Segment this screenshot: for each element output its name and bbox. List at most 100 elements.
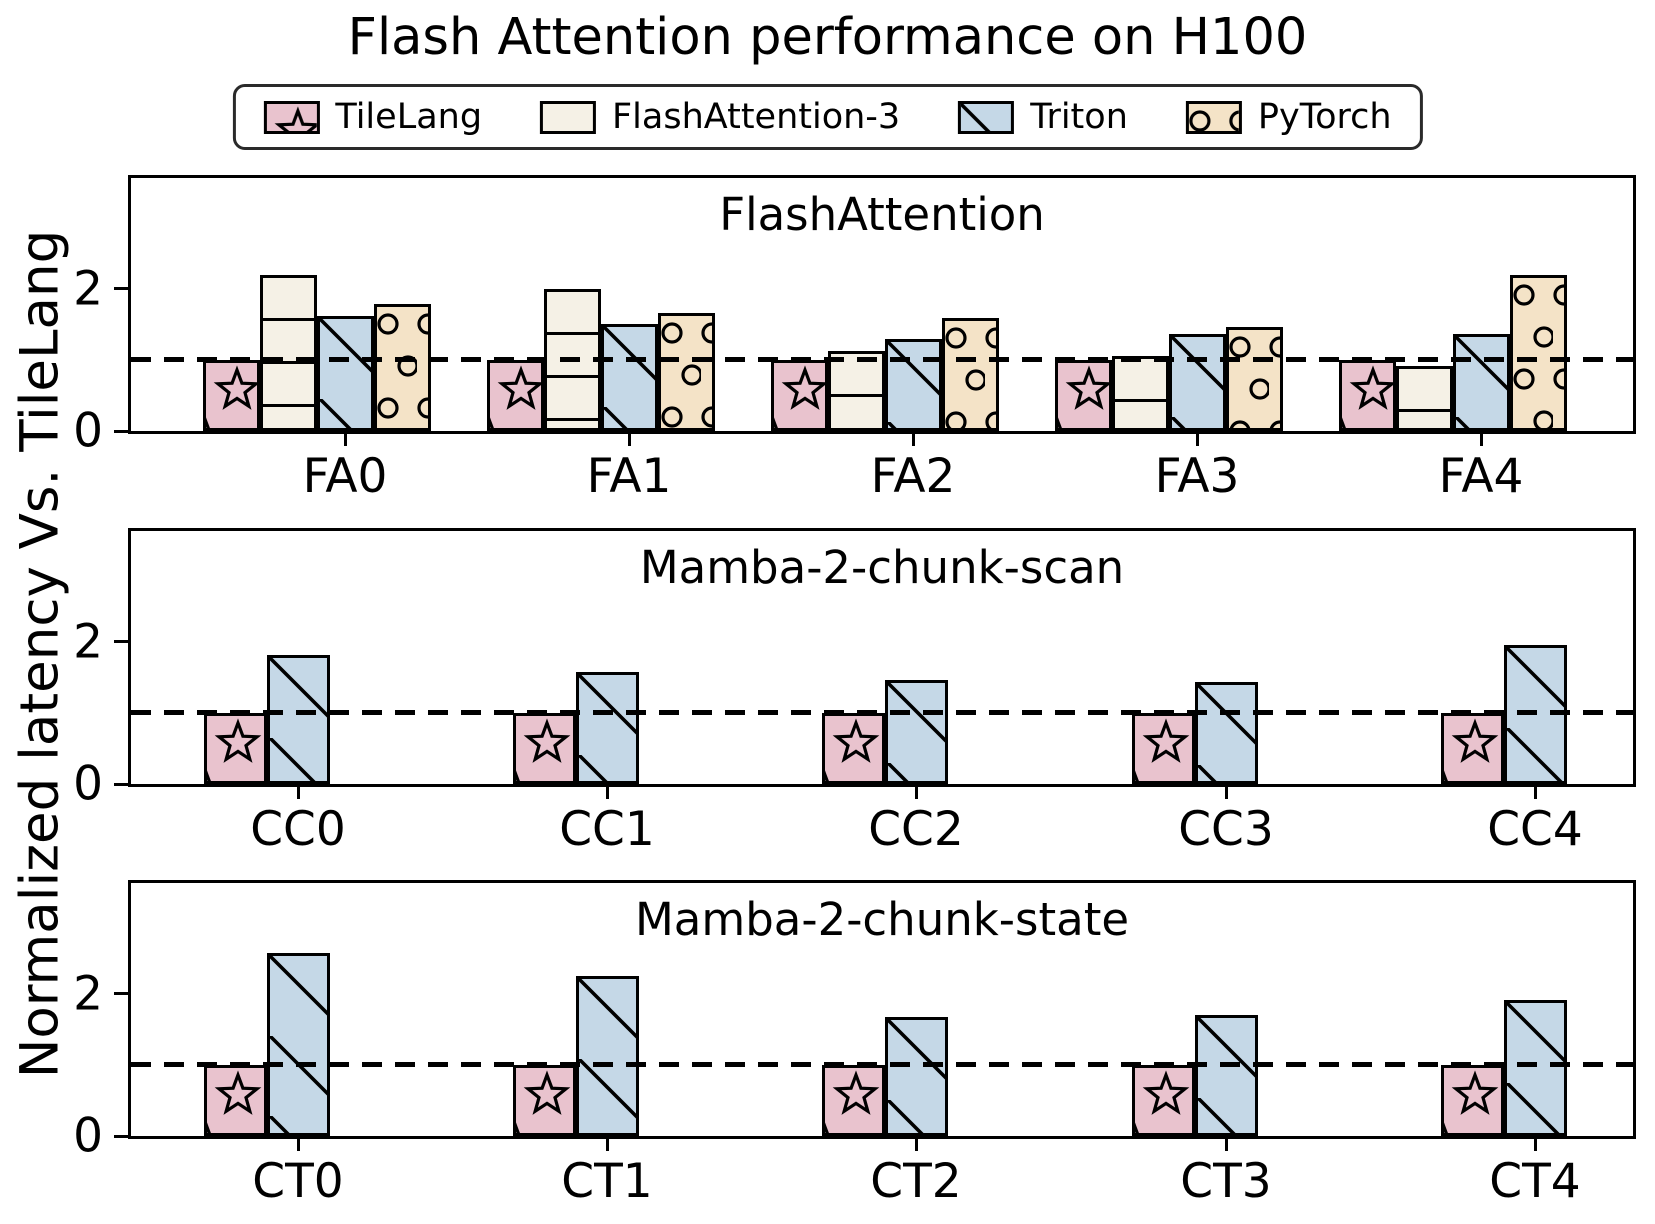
x-tick-label-cc1: CC1	[559, 802, 655, 857]
bar-ct0-triton	[266, 953, 330, 1136]
x-tick-label-ct4: CT4	[1489, 1154, 1581, 1209]
x-tick-label-ct2: CT2	[870, 1154, 962, 1209]
bar-ct0-tilelang	[203, 1065, 267, 1136]
y-tick-label-0: 0	[73, 1108, 103, 1164]
bar-ct4-triton	[1503, 1000, 1567, 1136]
subplot-title: Mamba-2-chunk-state	[634, 893, 1130, 946]
figure-title: Flash Attention performance on H100	[347, 8, 1308, 67]
x-tick-mark	[296, 1136, 300, 1151]
x-tick-label-fa3: FA3	[1154, 449, 1240, 504]
bar-fa0-pytorch	[373, 304, 431, 431]
y-tick-mark	[114, 640, 128, 644]
bar-fa1-tilelang	[486, 360, 544, 431]
x-tick-mark	[914, 784, 918, 799]
subplot-title: FlashAttention	[719, 188, 1045, 241]
bar-cc3-triton	[1194, 682, 1258, 784]
bar-ct1-tilelang	[512, 1065, 576, 1136]
y-tick-label-2: 2	[73, 614, 103, 670]
legend-box: TileLang FlashAttention-3 Triton PyTorch	[232, 84, 1423, 150]
pytorch-swatch-circles-icon	[1185, 100, 1242, 134]
bar-fa3-tilelang	[1054, 360, 1112, 431]
x-tick-mark	[605, 784, 609, 799]
bar-ct4-tilelang	[1440, 1065, 1504, 1136]
subplot-title: Mamba-2-chunk-scan	[639, 541, 1125, 594]
bar-fa2-triton	[884, 339, 942, 431]
triton-swatch-diag-icon	[958, 100, 1015, 134]
bar-fa0-tilelang	[202, 360, 260, 431]
bar-ct3-tilelang	[1131, 1065, 1195, 1136]
x-tick-mark	[1224, 784, 1228, 799]
y-tick-mark	[114, 287, 128, 291]
x-tick-label-ct3: CT3	[1180, 1154, 1272, 1209]
legend-item-tilelang: TileLang	[263, 97, 482, 137]
y-tick-label-0: 0	[73, 403, 103, 459]
reference-line	[131, 1062, 1633, 1068]
x-tick-label-cc2: CC2	[868, 802, 964, 857]
x-tick-mark	[296, 784, 300, 799]
bar-fa2-pytorch	[941, 318, 999, 431]
bar-fa3-flashattention-3	[1111, 356, 1169, 431]
bar-fa4-pytorch	[1509, 275, 1567, 431]
bar-cc2-triton	[884, 680, 948, 784]
x-tick-mark	[914, 1136, 918, 1151]
reference-line	[131, 710, 1633, 716]
y-tick-mark	[114, 429, 128, 433]
bar-fa1-pytorch	[657, 313, 715, 431]
legend-item-flashattention-3: FlashAttention-3	[540, 97, 900, 137]
bar-fa4-triton	[1452, 334, 1510, 431]
reference-line	[131, 357, 1633, 363]
y-tick-mark	[114, 1134, 128, 1138]
x-tick-mark	[1224, 1136, 1228, 1151]
bar-cc1-tilelang	[512, 713, 576, 784]
flashattention-3-swatch-hlines-icon	[540, 100, 597, 134]
bar-fa0-flashattention-3	[259, 275, 317, 431]
bar-fa0-triton	[316, 316, 374, 431]
bar-fa2-tilelang	[770, 360, 828, 431]
x-tick-mark	[1533, 784, 1537, 799]
bar-ct1-triton	[575, 976, 639, 1136]
y-tick-label-2: 2	[73, 261, 103, 317]
x-tick-label-fa2: FA2	[870, 449, 956, 504]
bar-fa3-triton	[1168, 334, 1226, 431]
y-tick-label-2: 2	[73, 966, 103, 1022]
tilelang-swatch-star-icon	[263, 100, 320, 134]
bar-cc0-triton	[266, 655, 330, 784]
y-tick-mark	[114, 782, 128, 786]
y-tick-mark	[114, 992, 128, 996]
bar-cc4-tilelang	[1440, 713, 1504, 784]
x-tick-mark	[1533, 1136, 1537, 1151]
bar-ct3-triton	[1194, 1015, 1258, 1136]
bar-fa1-triton	[600, 324, 658, 431]
bar-fa4-tilelang	[1338, 360, 1396, 431]
bar-cc1-triton	[575, 672, 639, 784]
bar-ct2-tilelang	[821, 1065, 885, 1136]
x-tick-label-fa0: FA0	[302, 449, 388, 504]
bar-cc0-tilelang	[203, 713, 267, 784]
legend-label: FlashAttention-3	[612, 97, 901, 137]
x-tick-mark	[1479, 431, 1483, 446]
y-tick-label-0: 0	[73, 756, 103, 812]
bar-cc2-tilelang	[821, 713, 885, 784]
x-tick-label-cc3: CC3	[1178, 802, 1274, 857]
x-tick-mark	[343, 431, 347, 446]
bar-fa2-flashattention-3	[827, 351, 885, 431]
x-tick-label-fa4: FA4	[1438, 449, 1524, 504]
bar-fa3-pytorch	[1225, 327, 1283, 431]
x-tick-mark	[911, 431, 915, 446]
bar-ct2-triton	[884, 1017, 948, 1136]
x-tick-label-ct1: CT1	[561, 1154, 653, 1209]
bar-fa4-flashattention-3	[1395, 366, 1453, 431]
x-tick-label-cc4: CC4	[1487, 802, 1583, 857]
legend-label: Triton	[1030, 97, 1128, 137]
x-tick-label-fa1: FA1	[586, 449, 672, 504]
legend-label: TileLang	[335, 97, 483, 137]
x-tick-label-ct0: CT0	[252, 1154, 344, 1209]
x-tick-mark	[605, 1136, 609, 1151]
legend-item-pytorch: PyTorch	[1185, 97, 1392, 137]
legend-item-triton: Triton	[958, 97, 1128, 137]
bar-cc3-tilelang	[1131, 713, 1195, 784]
